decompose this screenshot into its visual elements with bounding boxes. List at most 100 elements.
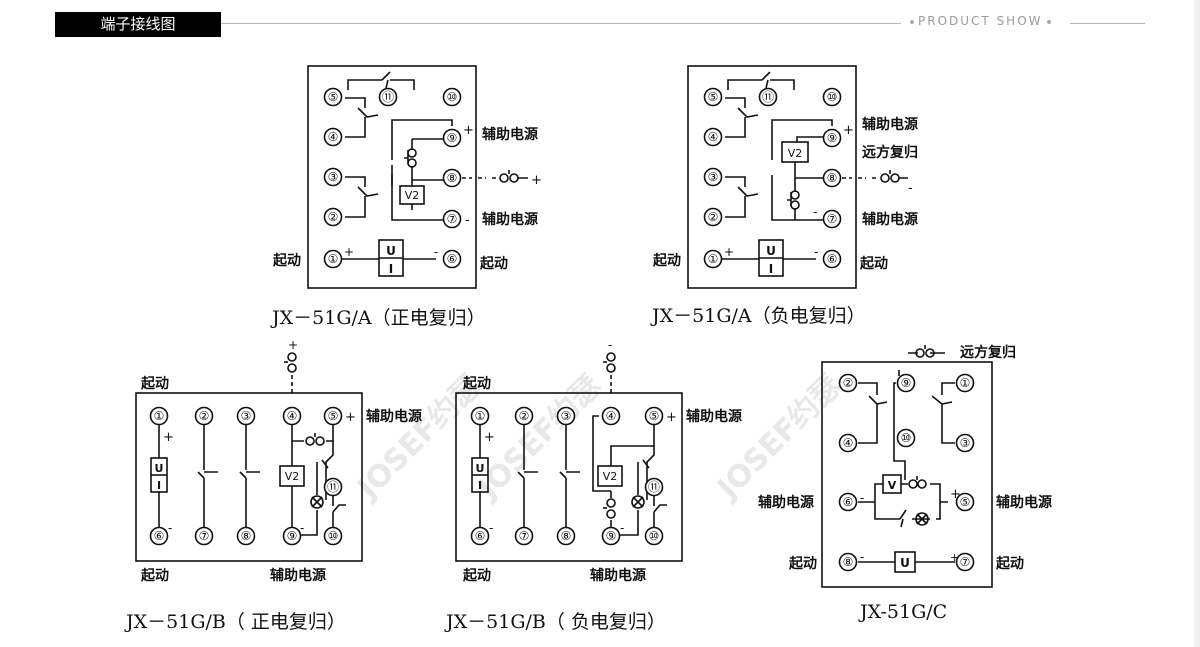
meter-u-label: U	[155, 462, 164, 475]
terminal-8: ⑧	[447, 171, 458, 185]
terminal-4: ④	[606, 409, 617, 423]
terminal-2: ②	[199, 409, 210, 423]
diagram-jx51gb-neg	[455, 352, 683, 562]
meter-u-label: U	[900, 556, 910, 570]
start-label: 起动	[652, 252, 681, 269]
coil-v2-label: V2	[603, 470, 618, 483]
coil-v2-label: V2	[405, 189, 420, 202]
meter-u-label: U	[386, 244, 396, 258]
terminal-3: ③	[960, 436, 971, 450]
diagram-jx51gc-terminals	[838, 373, 975, 572]
reset-sign: +	[531, 173, 542, 188]
start-label: 起动	[859, 255, 888, 272]
start-label: 起动	[140, 375, 169, 392]
aux-power-label: 辅助电源	[482, 126, 538, 143]
terminal-11: ⑪	[327, 480, 339, 494]
terminal-2: ②	[328, 210, 339, 224]
header-divider-right	[1070, 23, 1145, 24]
aux-power-label: 辅助电源	[758, 494, 814, 511]
terminal-2: ②	[708, 210, 719, 224]
terminal-7: ⑦	[827, 212, 838, 226]
terminal-1: ①	[960, 376, 971, 390]
plus-sign: +	[724, 245, 734, 259]
minus-sign: -	[434, 245, 438, 259]
plus-sign: +	[484, 430, 495, 445]
terminal-4: ④	[328, 130, 339, 144]
meter-i-label: I	[769, 262, 773, 276]
terminal-5: ⑤	[960, 495, 971, 509]
terminal-10: ⑩	[649, 529, 660, 543]
product-show-label: PRODUCT SHOW	[906, 14, 1055, 28]
diagram-jx51gb-pos-text: ① ② ③ ④ ⑤ ⑥ ⑦ ⑧ ⑨ ⑩ ⑪ V2 U I + - + - + 起…	[124, 338, 422, 633]
start-label: 起动	[462, 567, 491, 584]
aux-power-label: 辅助电源	[862, 211, 918, 228]
aux-power-label: 辅助电源	[482, 211, 538, 228]
terminal-5: ⑤	[328, 90, 339, 104]
start-label: 起动	[479, 255, 508, 272]
plus-sign: +	[843, 123, 854, 138]
minus-sign: -	[814, 245, 818, 259]
diagram-jx51gc	[821, 345, 993, 588]
aux-power-label: 辅助电源	[270, 567, 326, 584]
coil-v2-label: V2	[788, 147, 803, 160]
plus-sign: +	[345, 410, 356, 425]
start-label: 起动	[462, 375, 491, 392]
minus-sign: -	[168, 521, 172, 535]
dot-icon	[1046, 19, 1051, 24]
plus-sign: +	[950, 551, 959, 564]
terminal-2: ②	[519, 409, 530, 423]
scrollbar-track[interactable]	[1194, 0, 1200, 647]
terminal-8: ⑧	[843, 555, 854, 569]
terminal-9: ⑨	[447, 131, 458, 145]
terminal-7: ⑦	[447, 212, 458, 226]
terminal-9: ⑨	[901, 376, 912, 390]
meter-u-label: U	[476, 462, 485, 475]
reset-sign: +	[288, 338, 298, 352]
diagram-jx51ga-neg-text: ⑤ ④ ③ ② ① ⑪ ⑩ ⑨ ⑧ ⑦ ⑥ V2 U I + - + - - 辅…	[650, 90, 918, 327]
start-label: 起动	[272, 252, 301, 269]
terminal-7: ⑦	[519, 529, 530, 543]
terminal-5: ⑤	[328, 409, 339, 423]
terminal-6: ⑥	[154, 529, 165, 543]
diagram-caption: JX-51G/C	[858, 601, 947, 623]
terminal-9: ⑨	[287, 529, 298, 543]
aux-power-label: 辅助电源	[862, 116, 918, 133]
terminal-9: ⑨	[827, 131, 838, 145]
section-title-tab: 端子接线图	[55, 12, 221, 37]
terminal-1: ①	[708, 252, 719, 266]
coil-v-label: V	[888, 479, 897, 492]
meter-i-label: I	[157, 479, 161, 492]
terminal-10: ⑩	[447, 90, 458, 104]
terminal-10: ⑩	[827, 90, 838, 104]
reset-sign: -	[908, 181, 913, 196]
terminal-11: ⑪	[648, 480, 660, 494]
dot-icon	[910, 19, 914, 24]
start-label: 起动	[995, 555, 1024, 572]
terminal-3: ③	[708, 170, 719, 184]
terminal-1: ①	[475, 409, 486, 423]
minus-sign: -	[300, 521, 304, 535]
terminal-3: ③	[328, 170, 339, 184]
terminal-5: ⑤	[708, 90, 719, 104]
start-label: 起动	[140, 567, 169, 584]
diagram-jx51gb-pos	[135, 352, 363, 562]
terminal-1: ①	[328, 252, 339, 266]
terminal-11: ⑪	[762, 90, 774, 104]
plus-sign: +	[163, 430, 174, 445]
diagram-jx51gb-neg-text: ① ② ③ ④ ⑤ ⑥ ⑦ ⑧ ⑨ ⑩ ⑪ V2 U I + - + - - 起…	[444, 338, 742, 633]
meter-u-label: U	[766, 244, 776, 258]
product-show-text: PRODUCT SHOW	[918, 14, 1043, 28]
meter-i-label: I	[478, 479, 482, 492]
header-divider-left	[221, 23, 901, 24]
diagram-jx51ga-neg	[687, 65, 908, 289]
start-label: 起动	[788, 555, 817, 572]
minus-sign: -	[620, 521, 624, 535]
minus-sign: -	[465, 213, 470, 228]
minus-sign: -	[860, 550, 864, 564]
aux-power-label: 辅助电源	[366, 408, 422, 425]
terminal-6: ⑥	[475, 529, 486, 543]
aux-power-label: 辅助电源	[686, 408, 742, 425]
minus-sign: -	[489, 521, 493, 535]
terminal-6: ⑥	[843, 495, 854, 509]
